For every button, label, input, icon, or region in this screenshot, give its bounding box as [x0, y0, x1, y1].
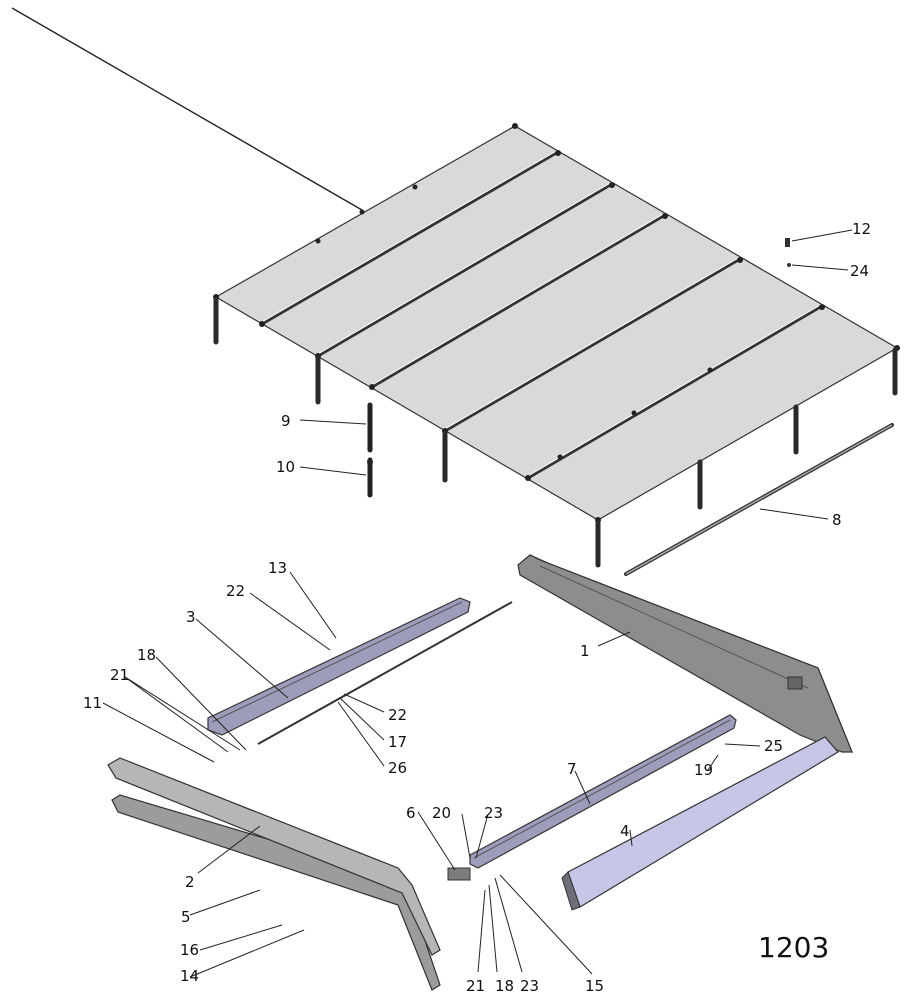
- label-part-9: 9: [281, 412, 291, 430]
- figure-number: 1203: [758, 931, 829, 964]
- rod-part-26: [257, 601, 513, 745]
- label-part-25: 25: [764, 737, 783, 755]
- front-panel-part-4: [561, 736, 839, 911]
- label-part-3: 3: [186, 608, 196, 626]
- label-part-14: 14: [180, 967, 199, 985]
- label-part-1: 1: [580, 642, 590, 660]
- canopy-legs: [213, 297, 898, 568]
- part-labels: 12 24 9 10 8 13 22 3 1 18 21 11 22 25 17…: [83, 220, 871, 995]
- pin-part-10: [367, 457, 373, 498]
- label-part-12: 12: [852, 220, 871, 238]
- fastener-part-24: [787, 263, 791, 267]
- label-part-17: 17: [388, 733, 407, 751]
- canopy-seams: [261, 150, 823, 480]
- label-part-15: 15: [585, 977, 604, 995]
- rail-part-7: [469, 714, 737, 869]
- label-part-2: 2: [185, 873, 195, 891]
- label-part-8: 8: [832, 511, 842, 529]
- label-part-26: 26: [388, 759, 407, 777]
- side-panel-part-1: [517, 554, 853, 753]
- label-part-20: 20: [432, 804, 451, 822]
- label-part-11: 11: [83, 694, 102, 712]
- tie-cable: [11, 7, 363, 211]
- label-part-22-bottom: 22: [388, 706, 407, 724]
- label-part-21-bottom: 21: [466, 977, 485, 995]
- label-part-21-left: 21: [110, 666, 129, 684]
- label-part-22-top: 22: [226, 582, 245, 600]
- label-part-4: 4: [620, 822, 630, 840]
- trim-part-2: [107, 757, 441, 956]
- label-part-19: 19: [694, 761, 713, 779]
- label-part-23-top: 23: [484, 804, 503, 822]
- side-panel-part-5: [111, 794, 441, 991]
- label-part-16: 16: [180, 941, 199, 959]
- label-part-18-left: 18: [137, 646, 156, 664]
- canopy-assembly: [11, 7, 900, 568]
- rail-part-3: [207, 597, 471, 736]
- canopy-fittings: [213, 123, 900, 523]
- label-part-24: 24: [850, 262, 869, 280]
- label-part-5: 5: [181, 908, 191, 926]
- label-part-7: 7: [567, 760, 577, 778]
- leader-lines: [102, 229, 853, 978]
- rod-part-8: [624, 423, 894, 576]
- label-part-13: 13: [268, 559, 287, 577]
- fastener-part-12: [785, 238, 790, 247]
- bracket-part-6: [447, 867, 471, 881]
- label-part-10: 10: [276, 458, 295, 476]
- label-part-18-bottom: 18: [495, 977, 514, 995]
- label-part-23-bottom: 23: [520, 977, 539, 995]
- label-part-6: 6: [406, 804, 416, 822]
